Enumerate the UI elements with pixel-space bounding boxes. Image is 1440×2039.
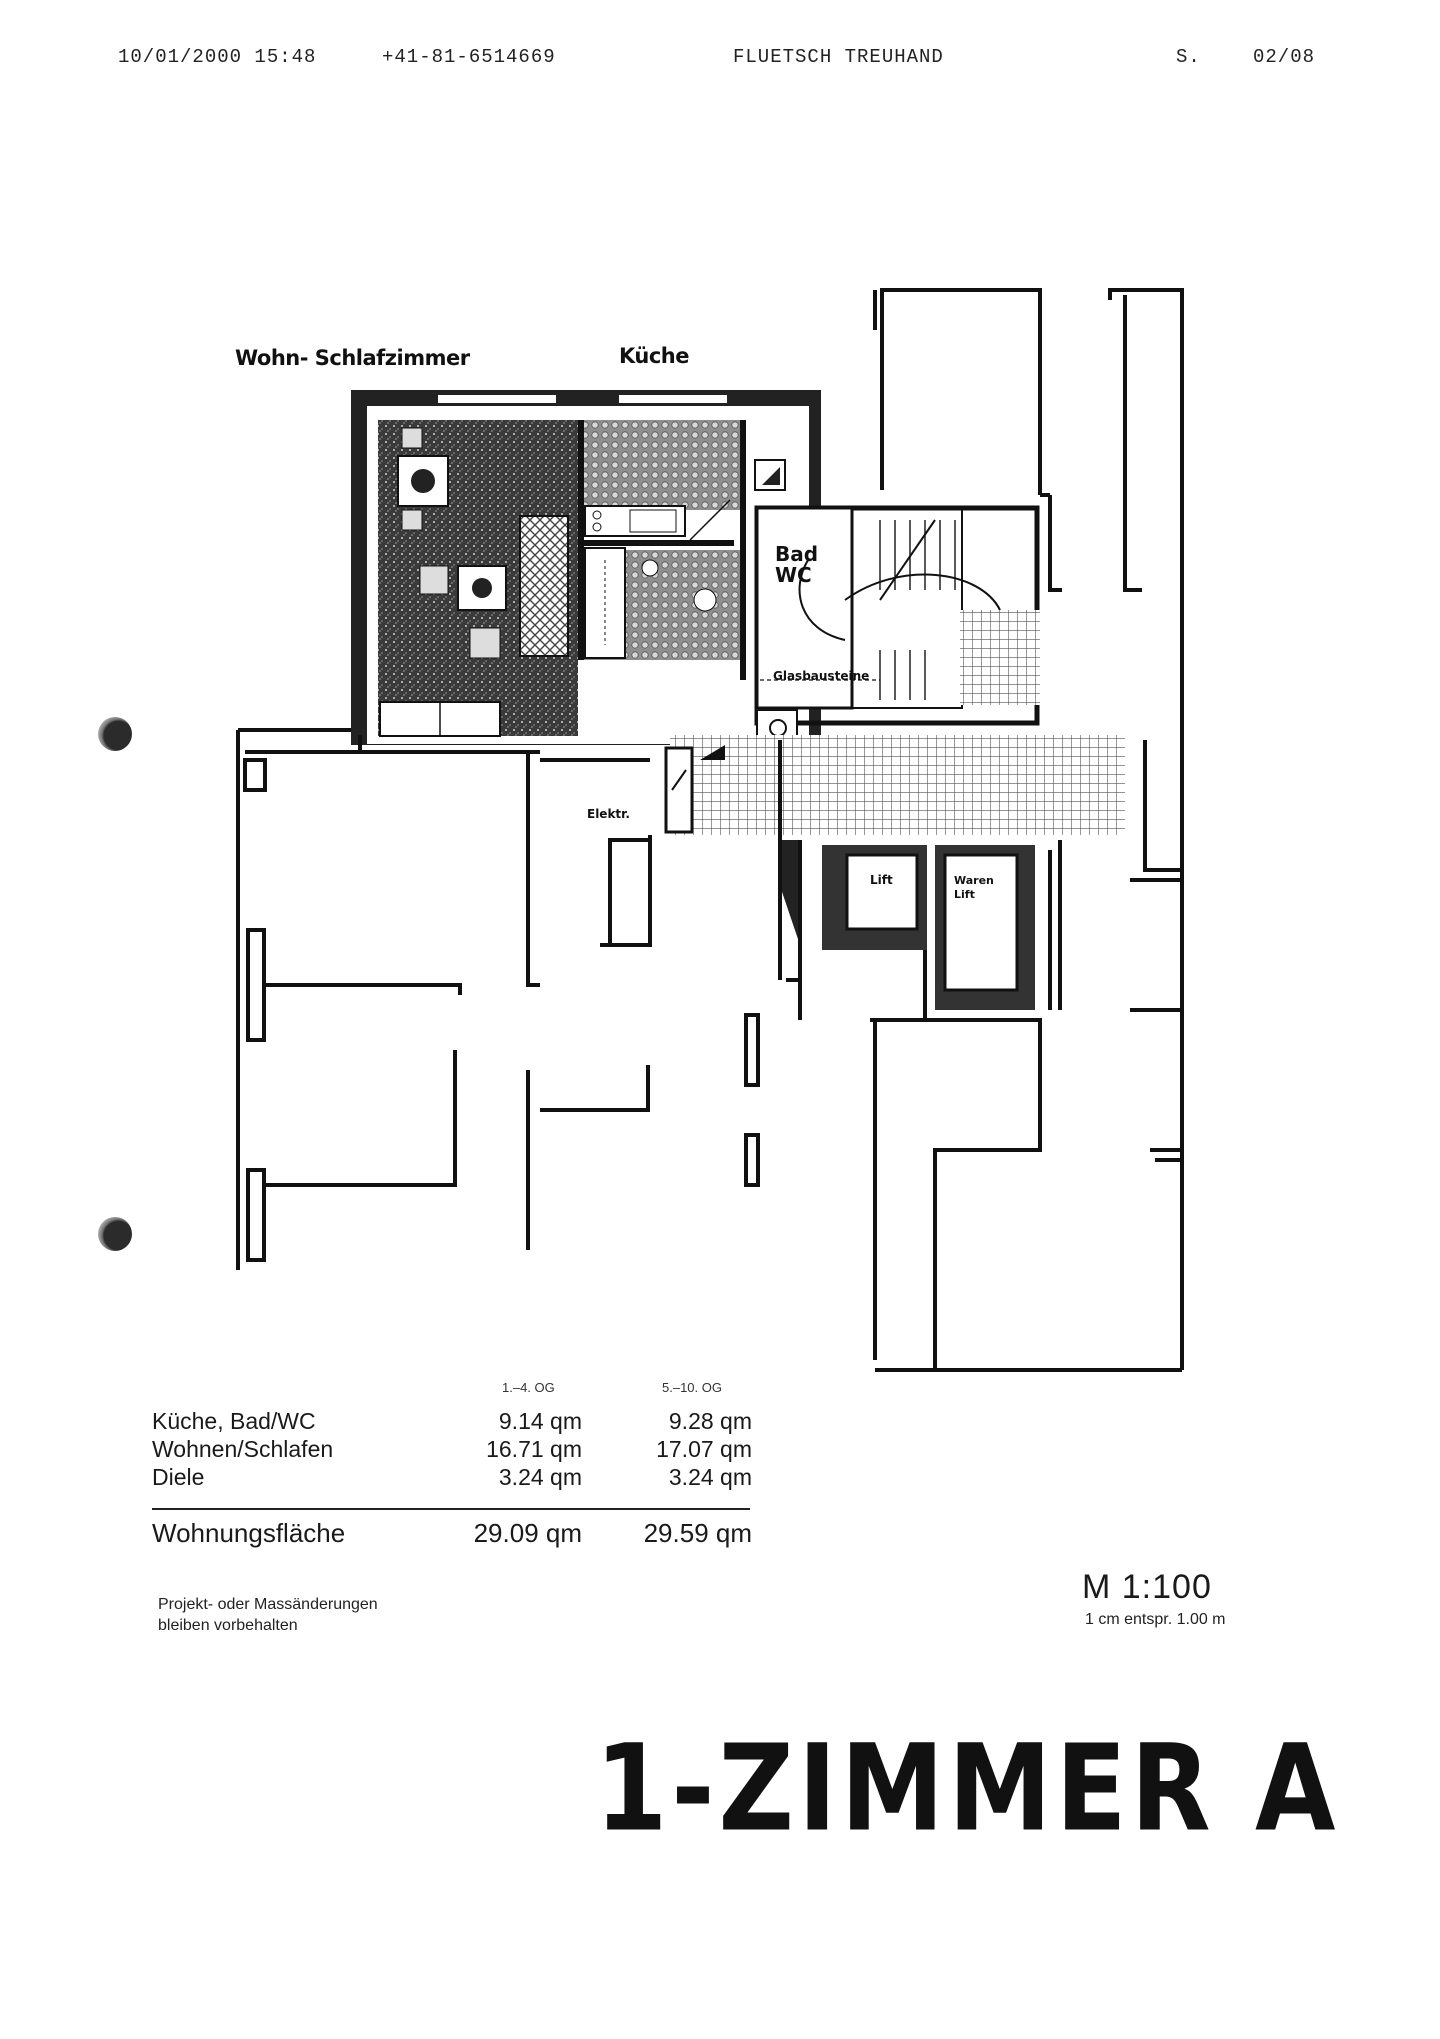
punch-hole xyxy=(98,717,132,751)
total-row: Wohnungsfläche 29.09 qm 29.59 qm xyxy=(152,1518,752,1552)
apartment-unit xyxy=(351,390,821,745)
disclaimer-note: Projekt- oder Massänderungen bleiben vor… xyxy=(158,1594,378,1636)
total-value-2: 29.59 qm xyxy=(643,1518,752,1548)
corridor xyxy=(670,735,1125,835)
row-label: Diele xyxy=(152,1464,205,1490)
fax-datetime: 10/01/2000 15:48 xyxy=(118,46,317,68)
room-label-kitchen: Küche xyxy=(619,344,690,368)
punch-hole xyxy=(98,1217,132,1251)
table-divider xyxy=(152,1508,750,1510)
label-glass-blocks: Glasbausteine xyxy=(773,669,870,683)
plan-title: 1-ZIMMER A xyxy=(595,1718,1340,1859)
fax-phone: +41-81-6514669 xyxy=(382,46,556,68)
row-value-1: 9.14 qm xyxy=(498,1408,582,1434)
label-goods-lift: Waren Lift xyxy=(954,874,994,902)
row-label: Küche, Bad/WC xyxy=(152,1408,316,1434)
label-lift: Lift xyxy=(870,873,893,887)
walls xyxy=(236,288,1184,1372)
col-header-floors-1-4: 1.–4. OG xyxy=(502,1380,555,1395)
row-value-2: 17.07 qm xyxy=(656,1436,752,1462)
note-line: Projekt- oder Massänderungen xyxy=(158,1596,378,1613)
area-table: 1.–4. OG 5.–10. OG Küche, Bad/WC 9.14 qm… xyxy=(152,1380,752,1548)
table-row: Diele 3.24 qm 3.24 qm xyxy=(152,1464,752,1492)
row-label: Wohnen/Schlafen xyxy=(152,1436,334,1462)
row-value-1: 16.71 qm xyxy=(486,1436,582,1462)
floor-plan xyxy=(236,288,1184,1372)
row-value-1: 3.24 qm xyxy=(498,1464,582,1490)
total-label: Wohnungsfläche xyxy=(152,1518,346,1548)
fax-company: FLUETSCH TREUHAND xyxy=(733,46,944,68)
fax-page-number: 02/08 xyxy=(1253,46,1316,68)
stairwell xyxy=(754,505,1040,747)
lifts xyxy=(778,840,1035,1010)
room-label-wc-line: WC xyxy=(775,563,812,587)
area-table-header: 1.–4. OG 5.–10. OG xyxy=(152,1380,752,1408)
label-goods-lift-line2: Lift xyxy=(954,888,975,901)
label-goods-lift-line1: Waren xyxy=(954,874,994,887)
room-label-bath-line: Bad xyxy=(775,542,819,566)
total-value-1: 29.09 qm xyxy=(473,1518,582,1548)
col-header-floors-5-10: 5.–10. OG xyxy=(662,1380,722,1395)
table-row: Wohnen/Schlafen 16.71 qm 17.07 qm xyxy=(152,1436,752,1464)
room-label-bath: Bad WC xyxy=(775,544,818,586)
room-label-living: Wohn- Schlafzimmer xyxy=(235,346,470,370)
scale-description: 1 cm entspr. 1.00 m xyxy=(1085,1611,1226,1628)
label-electrical: Elektr. xyxy=(587,807,630,821)
row-value-2: 9.28 qm xyxy=(668,1408,752,1434)
fax-page-label: S. xyxy=(1176,46,1201,68)
scale-ratio: M 1:100 xyxy=(1082,1568,1212,1606)
note-line: bleiben vorbehalten xyxy=(158,1617,298,1634)
row-value-2: 3.24 qm xyxy=(668,1464,752,1490)
table-row: Küche, Bad/WC 9.14 qm 9.28 qm xyxy=(152,1408,752,1436)
